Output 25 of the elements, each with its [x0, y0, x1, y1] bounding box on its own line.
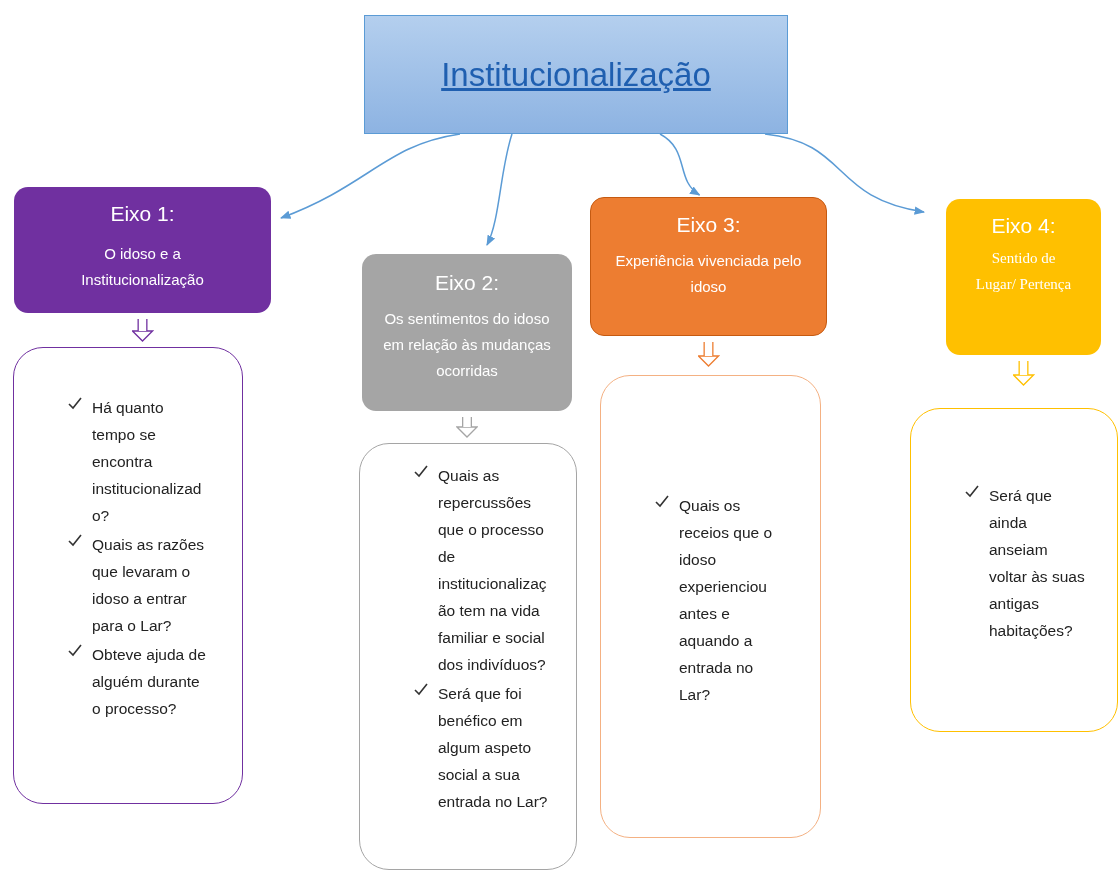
- category-box: [946, 199, 1101, 355]
- category-subtitle: O idoso e a Institucionalização: [80, 244, 205, 290]
- category-heading: Eixo 1:: [109, 201, 176, 227]
- question-card: [13, 347, 243, 804]
- category-box: [362, 254, 572, 411]
- category-box: [14, 187, 271, 313]
- question-card: [600, 375, 821, 838]
- question-text: Será que ainda anseiam voltar às suas antigas habitações?: [989, 486, 1086, 641]
- category-subtitle: Experiência vivenciada pelo idoso: [614, 251, 803, 297]
- category-subtitle: Sentido de Lugar/ Pertença: [974, 249, 1073, 294]
- question-text: Será que foi benéfico em algum aspeto social a sua entrada no Lar?: [438, 684, 549, 812]
- question-text: Quais as repercussões que o processo de institucionalização tem na vida familiar e social dos indivíduos?: [438, 466, 548, 675]
- category-heading: Eixo 2:: [433, 270, 501, 296]
- category-heading: Eixo 4:: [990, 213, 1057, 239]
- question-text: Quais os receios que o idoso experienciou antes e aquando a entrada no Lar?: [679, 496, 774, 705]
- question-card: [359, 443, 577, 870]
- title-box: [364, 15, 788, 134]
- title-text: Institucionalização: [441, 55, 711, 94]
- question-card: [910, 408, 1118, 732]
- question-text: Obteve ajuda de alguém durante o processo?: [92, 645, 207, 719]
- category-heading: Eixo 3:: [675, 212, 742, 238]
- question-text: Há quanto tempo se encontra institucionalizado?: [92, 398, 203, 526]
- category-box: [590, 197, 827, 336]
- question-text: Quais as razões que levaram o idoso a entrar para o Lar?: [92, 535, 205, 636]
- category-subtitle: Os sentimentos do idoso em relação às mudanças ocorridas: [382, 309, 552, 381]
